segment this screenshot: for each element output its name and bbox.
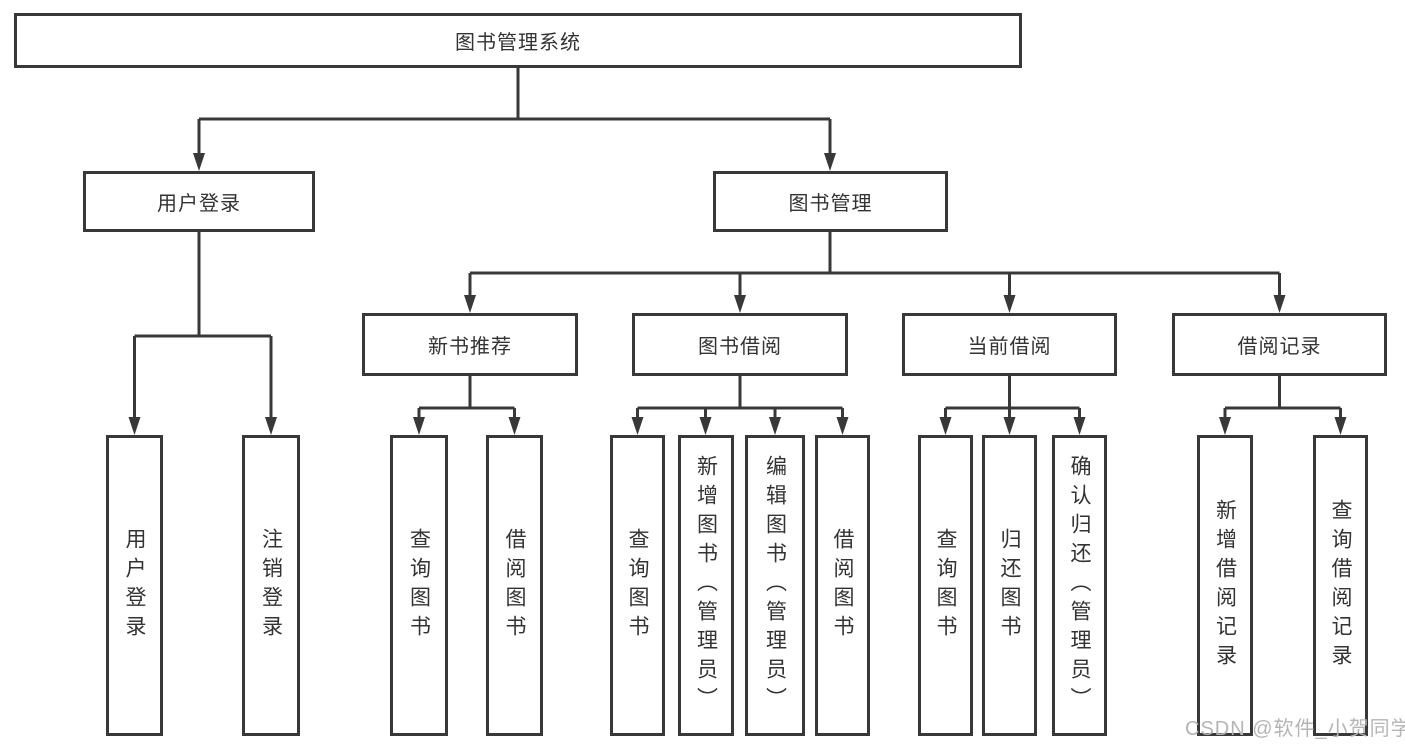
leaf-query-books-recommend: 查询图书	[390, 435, 448, 736]
node-label: 新书推荐	[428, 336, 512, 358]
node-label: 确认归还（管理员）	[1068, 455, 1091, 716]
node-label: 当前借阅	[967, 336, 1052, 358]
leaf-logout: 注销登录	[242, 435, 300, 736]
node-library-management-system: 图书管理系统	[14, 13, 1022, 68]
leaf-query-books-borrow: 查询图书	[610, 435, 665, 736]
node-user-login: 用户登录	[83, 171, 315, 232]
leaf-add-books-admin: 新增图书（管理员）	[678, 435, 734, 736]
node-label: 查询借阅记录	[1329, 498, 1352, 673]
node-label: 借阅图书	[831, 527, 854, 644]
node-label: 图书管理	[788, 193, 873, 215]
node-label: 新增借阅记录	[1213, 498, 1237, 673]
node-label: 查询图书	[626, 527, 649, 644]
node-label: 图书管理系统	[455, 32, 581, 54]
leaf-borrow-books: 借阅图书	[815, 435, 870, 736]
node-borrowing-records: 借阅记录	[1172, 313, 1387, 376]
node-label: 借阅图书	[503, 527, 526, 644]
leaf-add-borrow-record: 新增借阅记录	[1197, 435, 1253, 736]
node-label: 新增图书（管理员）	[694, 455, 718, 716]
leaf-query-books-current: 查询图书	[918, 435, 973, 736]
node-label: 用户登录	[123, 527, 146, 644]
node-current-borrowing: 当前借阅	[902, 313, 1117, 376]
node-new-book-recommendation: 新书推荐	[362, 313, 578, 376]
node-label: 用户登录	[157, 193, 241, 215]
leaf-user-login: 用户登录	[106, 435, 163, 736]
node-book-management: 图书管理	[713, 171, 948, 232]
leaf-edit-books-admin: 编辑图书（管理员）	[745, 435, 805, 736]
leaf-query-borrow-record: 查询借阅记录	[1313, 435, 1368, 736]
arrowhead-icons	[128, 153, 1347, 435]
leaf-confirm-return-admin: 确认归还（管理员）	[1052, 435, 1107, 736]
csdn-watermark: CSDN @软件_小贺同学	[1185, 718, 1405, 740]
node-label: 查询图书	[934, 527, 957, 644]
connector-wires	[133, 68, 1342, 421]
node-label: 图书借阅	[698, 336, 782, 358]
node-label: 借阅记录	[1237, 336, 1322, 358]
node-label: 注销登录	[259, 527, 283, 644]
node-book-borrowing: 图书借阅	[632, 313, 848, 376]
node-label: 查询图书	[407, 527, 431, 644]
leaf-borrow-books-recommend: 借阅图书	[486, 435, 543, 736]
node-label: 归还图书	[998, 527, 1021, 644]
node-label: 编辑图书（管理员）	[763, 455, 787, 716]
leaf-return-books: 归还图书	[982, 435, 1037, 736]
